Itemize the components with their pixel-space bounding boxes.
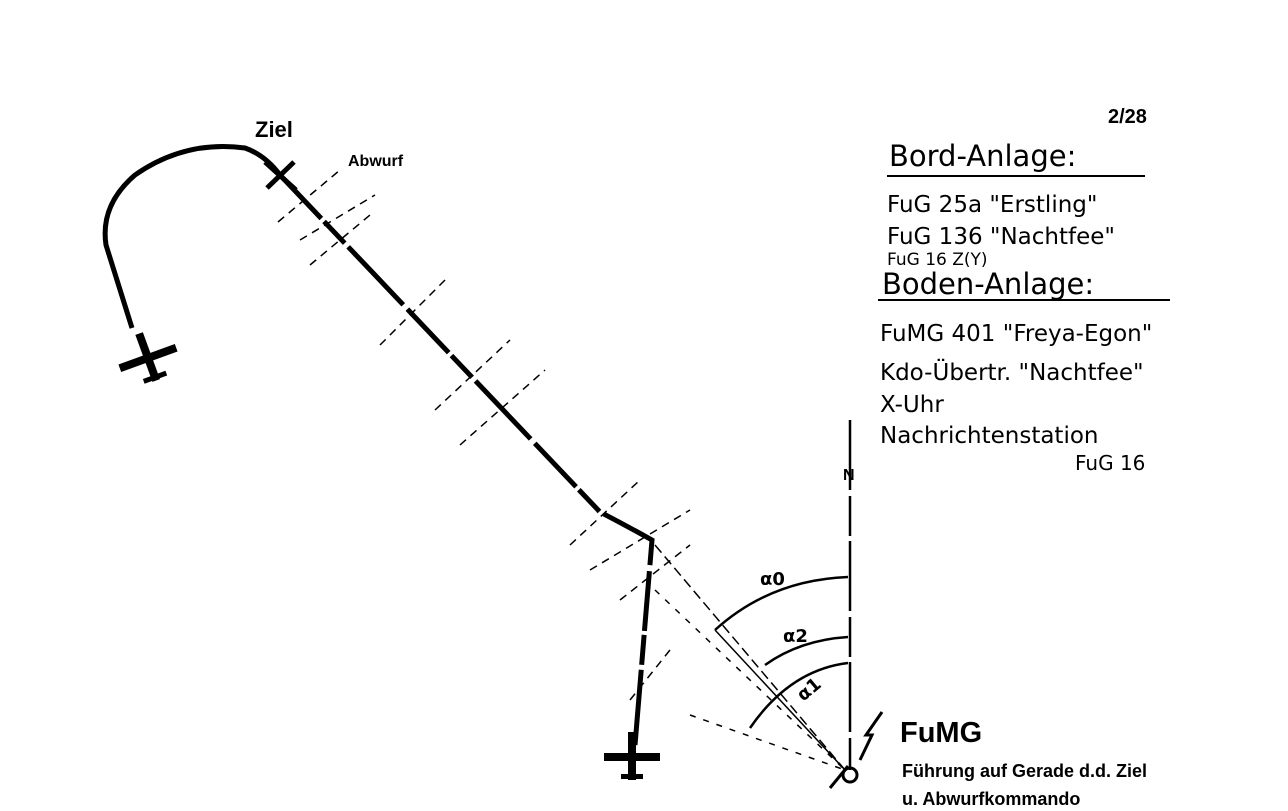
flight-path-approach (102, 144, 282, 329)
angle-arcs (714, 575, 849, 729)
release-label: Abwurf (348, 153, 404, 170)
aircraft-icon (604, 732, 660, 780)
bearing-lines (654, 544, 846, 771)
angle-alpha0: α0 (760, 569, 785, 590)
ground-heading: Boden-Anlage: (882, 267, 1094, 301)
track-marks (277, 169, 691, 701)
radar-caption: u. Abwurfkommando (902, 789, 1080, 809)
ground-item: Nachrichtenstation (880, 423, 1099, 449)
north-label: N (843, 467, 855, 484)
ground-item: FuG 16 (1075, 451, 1145, 475)
target-label: Ziel (255, 117, 293, 142)
airborne-item: FuG 25a "Erstling" (887, 192, 1097, 218)
page-number: 2/28 (1108, 106, 1147, 128)
airborne-item: FuG 136 "Nachtfee" (887, 224, 1115, 250)
radar-caption: Führung auf Gerade d.d. Ziel (902, 761, 1147, 781)
radar-title: FuMG (900, 717, 982, 749)
target-cross-icon (263, 160, 298, 192)
flight-path-run (278, 173, 655, 746)
angle-alpha2: α2 (783, 626, 808, 647)
ground-item: X-Uhr (880, 392, 944, 418)
airborne-heading: Bord-Anlage: (889, 139, 1076, 173)
ground-item: Kdo-Übertr. "Nachtfee" (880, 358, 1144, 386)
angle-alpha1: α1 (793, 674, 826, 706)
aircraft-icon (118, 332, 178, 384)
airborne-item: FuG 16 Z(Y) (887, 250, 988, 270)
ground-item: FuMG 401 "Freya-Egon" (880, 321, 1152, 347)
radar-station-icon (828, 711, 884, 789)
